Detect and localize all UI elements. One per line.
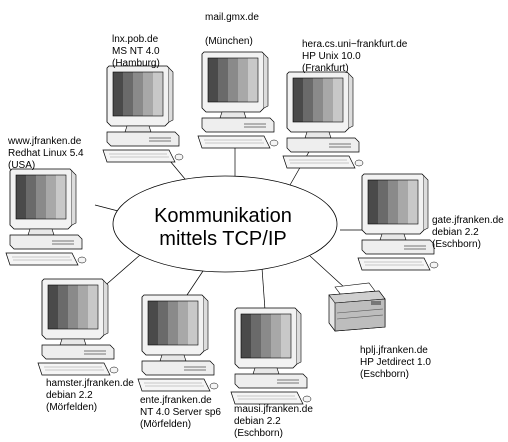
- node-label-ente: ente.jfranken.de NT 4.0 Server sp6 (Mörf…: [140, 395, 221, 431]
- node-label-line: lnx.pob.de: [112, 34, 159, 45]
- node-label-line: Redhat Linux 5.4: [8, 148, 84, 159]
- computer-icon: [102, 65, 184, 163]
- node-label-line: mail.gmx.de: [205, 12, 259, 23]
- node-label-line: mausi.jfranken.de: [234, 404, 313, 415]
- node-label-line: hera.cs.uni−frankfurt.de: [302, 39, 408, 50]
- node-label-line: debian 2.2: [234, 416, 281, 427]
- center-title-line2: mittels TCP/IP: [159, 228, 287, 250]
- node-label-line: (Eschborn): [234, 428, 283, 439]
- computer-icon: [282, 71, 364, 169]
- node-label-line: HP Unix 10.0: [302, 51, 361, 62]
- node-label-line: www.jfranken.de: [8, 136, 82, 147]
- node-label-line: (Mörfelden): [46, 402, 98, 413]
- computer-icon: [5, 168, 87, 266]
- node-label-line: debian 2.2: [46, 390, 93, 401]
- node-label-line: (Frankfurt): [302, 63, 349, 74]
- node-label-mausi: mausi.jfranken.de debian 2.2 (Eschborn): [234, 404, 313, 440]
- node-label-line: NT 4.0 Server sp6: [140, 407, 221, 418]
- node-label-line: (München): [205, 36, 253, 47]
- printer-icon: [328, 282, 386, 332]
- node-label-hera: hera.cs.uni−frankfurt.de HP Unix 10.0 (F…: [302, 39, 407, 75]
- node-label-www: www.jfranken.de Redhat Linux 5.4 (USA): [8, 136, 84, 172]
- node-label-hamster: hamster.jfranken.de debian 2.2 (Mörfelde…: [46, 378, 134, 414]
- node-label-lnx: lnx.pob.de MS NT 4.0 (Hamburg): [112, 34, 160, 70]
- node-label-line: MS NT 4.0: [112, 46, 160, 57]
- computer-icon: [37, 278, 119, 376]
- node-label-line: gate.jfranken.de: [432, 215, 504, 226]
- node-label-gate: gate.jfranken.de debian 2.2 (Eschborn): [432, 215, 504, 251]
- diagram-center-title: Kommunikation mittels TCP/IP: [148, 205, 298, 251]
- node-label-mail: mail.gmx.de (München): [205, 12, 259, 48]
- computer-icon: [197, 51, 279, 149]
- node-label-line: ente.jfranken.de: [140, 395, 212, 406]
- node-label-line: hamster.jfranken.de: [46, 378, 134, 389]
- node-label-line: [205, 24, 259, 36]
- node-label-line: (Hamburg): [112, 58, 160, 69]
- node-label-line: (Eschborn): [360, 369, 409, 380]
- node-label-line: (USA): [8, 160, 36, 171]
- node-label-line: HP Jetdirect 1.0: [360, 357, 431, 368]
- node-label-line: (Mörfelden): [140, 419, 192, 430]
- node-label-line: hplj.jfranken.de: [360, 345, 428, 356]
- computer-icon: [357, 173, 439, 271]
- computer-icon: [230, 307, 312, 405]
- center-title-line1: Kommunikation: [154, 205, 292, 227]
- tcp-ip-cloud: [112, 175, 338, 273]
- computer-icon: [137, 294, 219, 392]
- node-label-hplj: hplj.jfranken.de HP Jetdirect 1.0 (Eschb…: [360, 345, 431, 381]
- node-label-line: debian 2.2: [432, 227, 479, 238]
- node-label-line: (Eschborn): [432, 239, 481, 250]
